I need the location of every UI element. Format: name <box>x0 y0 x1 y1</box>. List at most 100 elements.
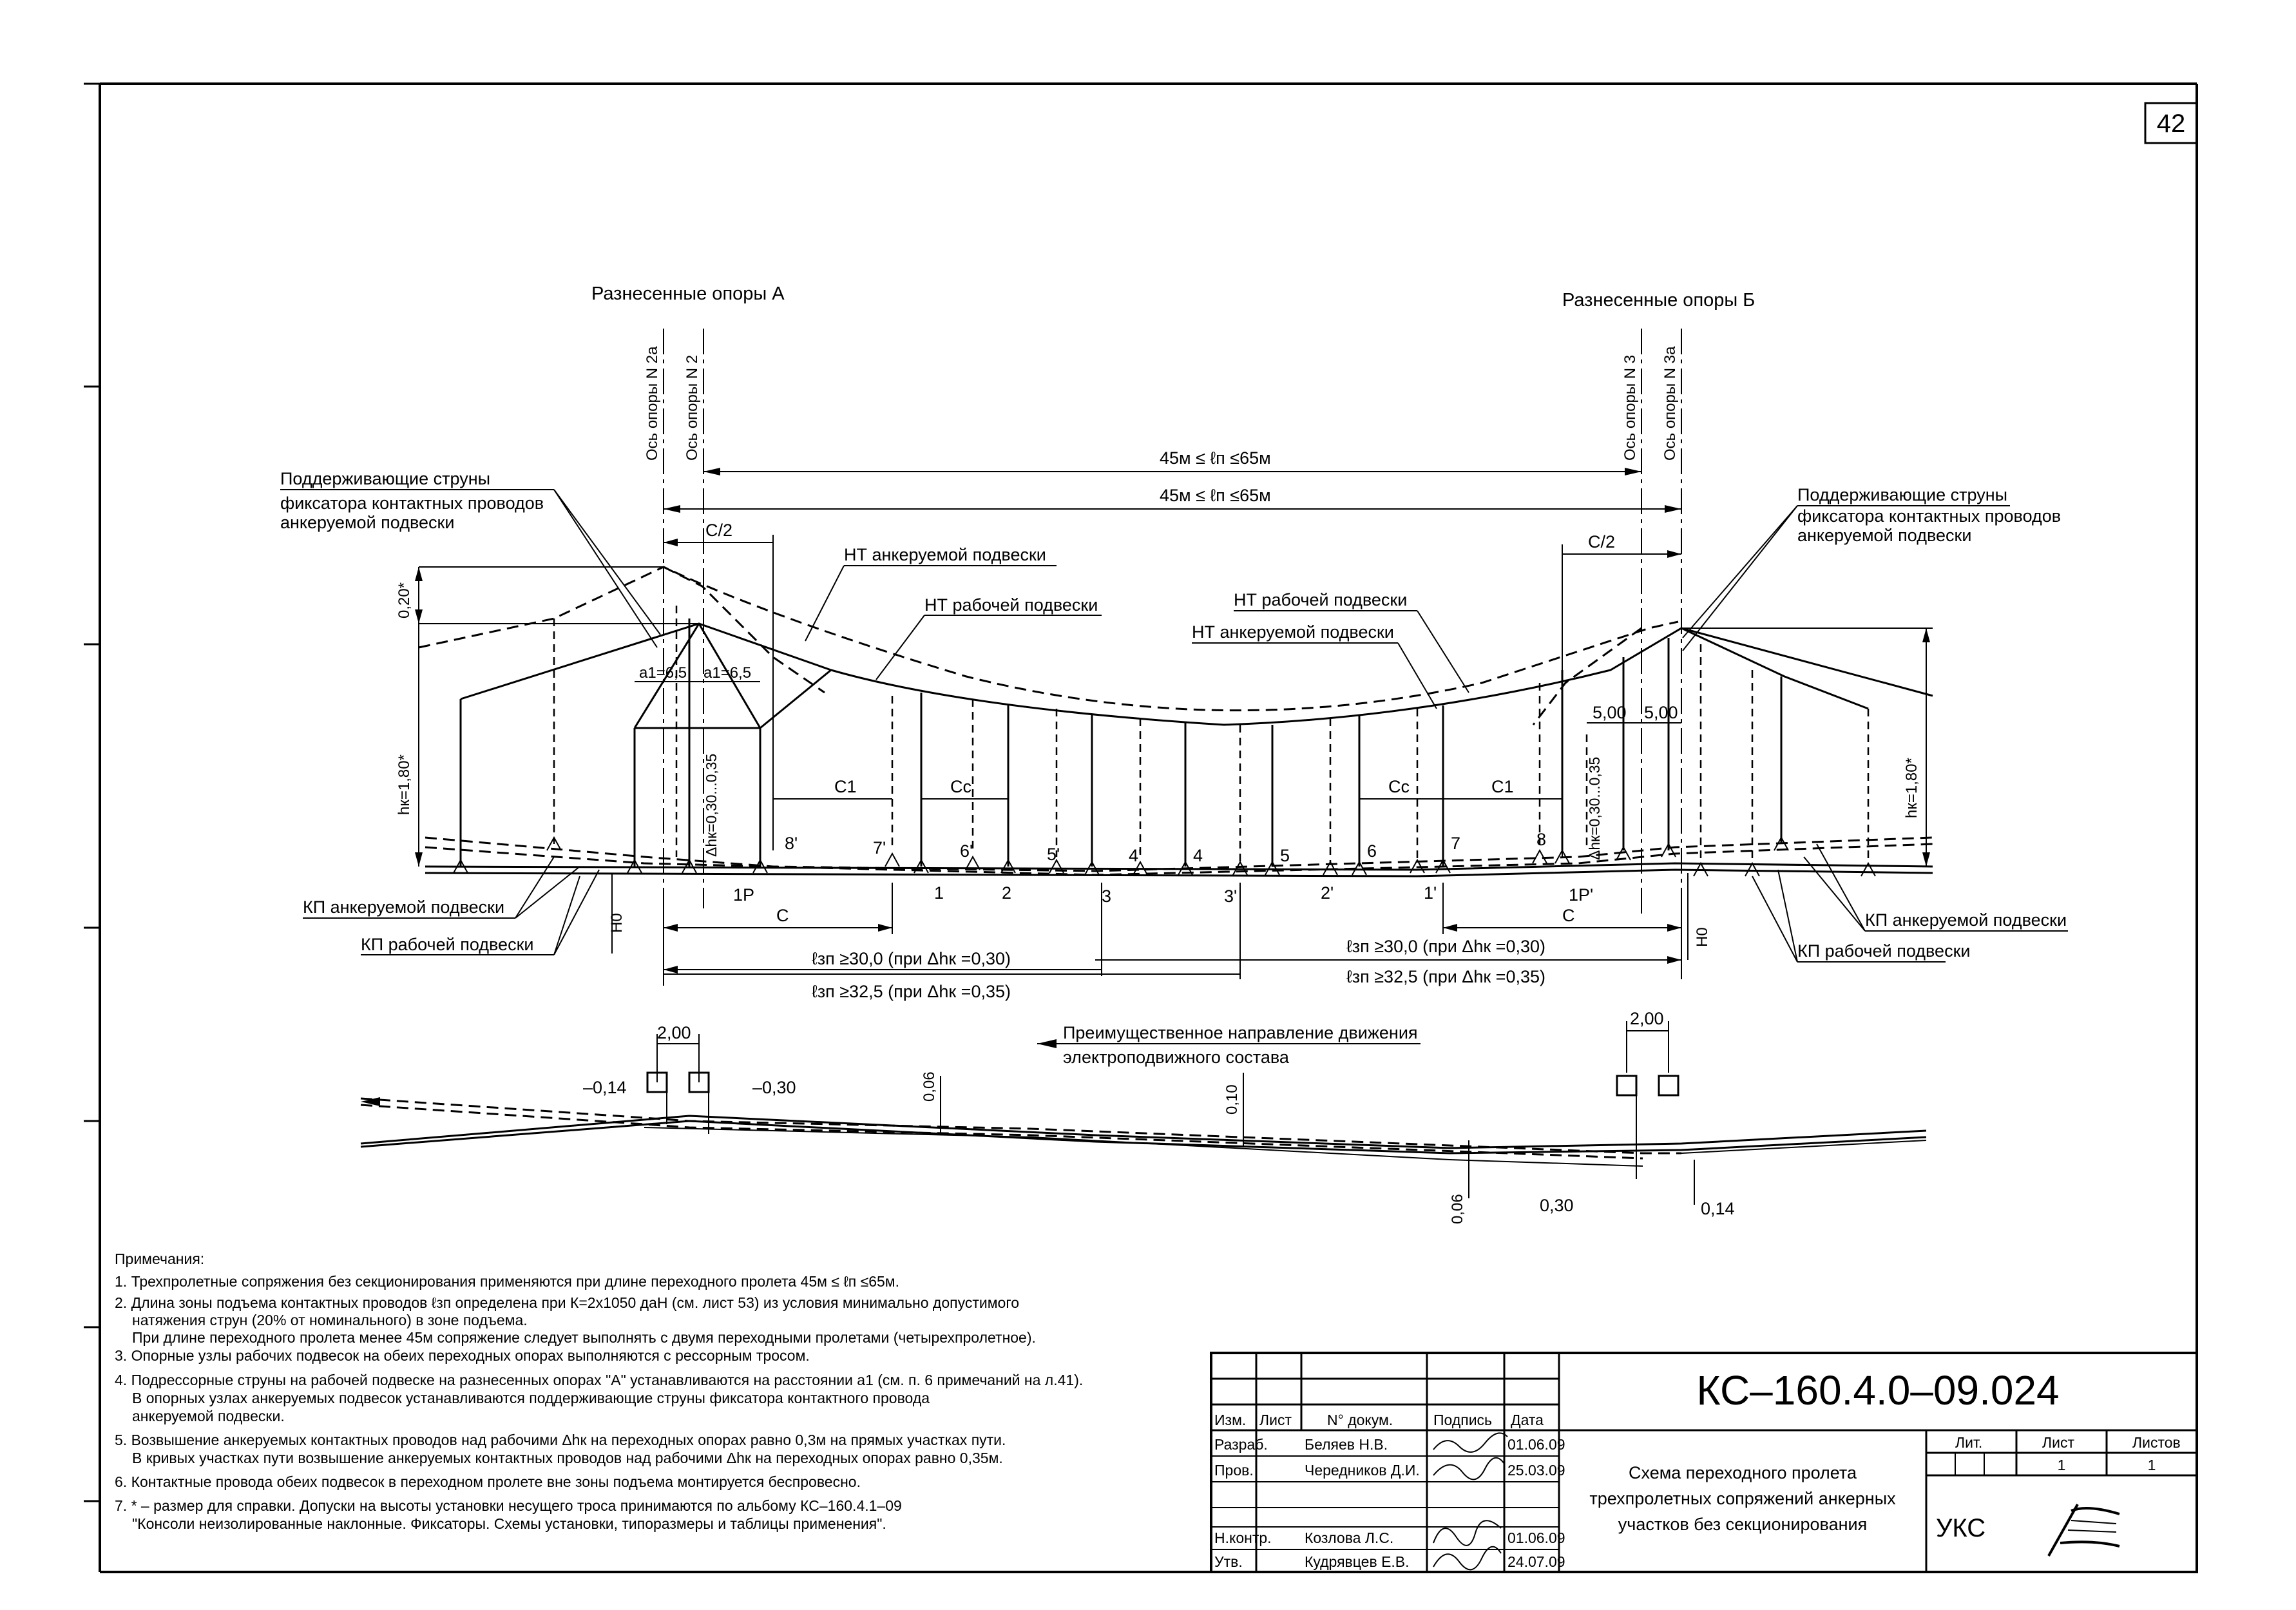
note-2a: 2. Длина зоны подъема контактных проводо… <box>115 1294 1019 1311</box>
stamp-h-list: Лист <box>1259 1412 1292 1428</box>
dhk-left: Δhк=0,30...0,35 <box>703 754 720 857</box>
pt-6p: 6' <box>960 841 973 861</box>
stamp-sheet-value: 1 <box>2058 1457 2066 1473</box>
stamp-h-sign: Подпись <box>1433 1412 1492 1428</box>
note-7b: "Консоли неизолированные наклонные. Фикс… <box>132 1515 886 1532</box>
plan-dim-0-06-bottom: 0,06 <box>1449 1194 1466 1224</box>
nt-working-label-left: НТ рабочей подвески <box>924 595 1098 615</box>
plan-dim-0-10: 0,10 <box>1223 1084 1241 1115</box>
lower-dims <box>663 883 1682 986</box>
dim-cc-right: Сс <box>1388 777 1410 796</box>
right-height-dims <box>1681 628 1933 867</box>
dhk-right: Δhк=0,30...0,35 <box>1586 757 1603 860</box>
plan-dim-2-00-right: 2,00 <box>1630 1009 1664 1028</box>
pt-7: 7 <box>1451 834 1460 853</box>
support-strings-right: Поддерживающие струны фиксатора контактн… <box>1682 485 2061 651</box>
notes: Примечания: 1. Трехпролетные сопряжения … <box>115 1251 1083 1532</box>
a1-right: а1=6,5 <box>703 664 751 682</box>
note-3: 3. Опорные узлы рабочих подвесок на обеи… <box>115 1347 810 1364</box>
nt-working-catenary-right-tail <box>1681 627 1869 710</box>
kp-working-wire-2 <box>425 868 1933 877</box>
a1-left: а1=6,5 <box>639 664 687 682</box>
note-6: 6. Контактные провода обеих подвесок в п… <box>115 1473 861 1490</box>
kp-working-label-right: КП рабочей подвески <box>1797 941 1970 961</box>
stamp-h-izm: Изм. <box>1214 1412 1246 1428</box>
direction-label-l2: электроподвижного состава <box>1063 1048 1290 1067</box>
left-support-frame <box>633 623 832 867</box>
span-dimension <box>664 468 1681 513</box>
support-group-b-label: Разнесенные опоры Б <box>1562 290 1755 311</box>
kp-anchored-wire <box>425 836 1933 872</box>
plan-dim-m0-30: –0,30 <box>752 1078 796 1097</box>
plan-dim-m0-14: –0,14 <box>583 1078 627 1097</box>
note-5b: В кривых участках пути возвышение анкеру… <box>132 1450 1003 1466</box>
support-strings-right-l3: анкеруемой подвески <box>1797 526 1971 545</box>
support-strings-right-l1: Поддерживающие струны <box>1797 485 2007 504</box>
notes-title: Примечания: <box>115 1251 204 1267</box>
stamp-h-date: Дата <box>1511 1412 1544 1428</box>
stamp-lit-label: Лит. <box>1955 1434 1982 1451</box>
sheet-number-box: 42 <box>2144 102 2198 144</box>
support-axes <box>663 329 1682 915</box>
support-strings-right-l2: фиксатора контактных проводов <box>1797 506 2061 526</box>
note-4c: анкеруемой подвески. <box>132 1408 285 1424</box>
nt-labels: НТ анкеруемой подвески НТ рабочей подвес… <box>805 545 1469 709</box>
stamp-sheets-label: Листов <box>2132 1434 2181 1451</box>
stamp-desc-l1: Схема переходного пролета <box>1629 1463 1857 1482</box>
axis-2-label: Ось опоры N 2 <box>684 355 701 461</box>
title-block <box>1210 1352 2198 1573</box>
stamp-org: УКС <box>1936 1514 1985 1542</box>
signatures <box>1433 1432 1508 1571</box>
kp-labels: КП анкеруемой подвески КП рабочей подвес… <box>303 843 2068 963</box>
nt-anchored-catenary <box>418 566 1679 712</box>
note-2c: При длине переходного пролета менее 45м … <box>132 1329 1036 1346</box>
pt-4: 4 <box>1193 846 1203 865</box>
pt-8p: 8' <box>785 834 798 853</box>
axis-2a-label: Ось опоры N 2а <box>644 346 661 461</box>
stamp-r1-name: Беляев Н.В. <box>1305 1436 1388 1453</box>
left-height-dims <box>415 566 699 867</box>
kp-anchored-label-left: КП анкеруемой подвески <box>303 897 504 917</box>
note-7a: 7. * – размер для справки. Допуски на вы… <box>115 1497 902 1514</box>
pt-1q: 1' <box>1424 883 1437 903</box>
stamp-r3-date: 01.06.09 <box>1507 1529 1565 1546</box>
sheet-frame <box>84 82 2198 1573</box>
dropper-clamps <box>453 836 1876 877</box>
point-labels: 8' 7' 6' 5' 4' 4 5 6 7 8 1Р 1 2 3 3' 2' … <box>733 830 1593 906</box>
kp-working-label-left: КП рабочей подвески <box>361 935 533 954</box>
span-range-top: 45м ≤ ℓп ≤65м <box>1160 448 1271 468</box>
dim-c1-left: С1 <box>834 777 857 796</box>
droppers <box>459 606 1870 867</box>
stamp-r4-name: Кудрявцев Е.В. <box>1305 1553 1410 1570</box>
dim-c-left: С <box>776 906 789 925</box>
c-half-left: С/2 <box>705 521 732 540</box>
nt-working-label-right: НТ рабочей подвески <box>1234 590 1407 609</box>
stamp-sheet-label: Лист <box>2042 1434 2074 1451</box>
pt-3: 3 <box>1102 886 1111 906</box>
pt-6: 6 <box>1367 841 1377 861</box>
lzp-left-30: ℓзп ≥30,0 (при Δhк =0,30) <box>812 949 1011 968</box>
note-4b: В опорных узлах анкеруемых подвесок уста… <box>132 1390 930 1406</box>
pt-5p: 5' <box>1047 845 1060 864</box>
plan-dim-0-06-top: 0,06 <box>921 1071 938 1102</box>
dim-5-00-a: 5,00 <box>1593 703 1627 722</box>
stamp-desc-l3: участков без секционирования <box>1618 1515 1867 1534</box>
note-2b: натяжения струн (20% от номинального) в … <box>132 1312 528 1328</box>
stamp-r2-role: Пров. <box>1214 1462 1254 1479</box>
plan-dim-2-00-left: 2,00 <box>657 1023 691 1042</box>
h0-left: Н0 <box>608 913 626 933</box>
c-half-right: С/2 <box>1588 532 1615 551</box>
pt-1p: 1Р <box>733 885 754 905</box>
direction-arrowhead <box>1037 1039 1057 1048</box>
org-logo <box>2047 1504 2120 1557</box>
stamp-r3-role: Н.контр. <box>1214 1529 1272 1546</box>
support-group-a-label: Разнесенные опоры А <box>591 283 785 304</box>
nt-anchored-catenary-left-tail <box>663 566 825 694</box>
note-5a: 5. Возвышение анкеруемых контактных пров… <box>115 1432 1006 1448</box>
support-strings-left-l3: анкеруемой подвески <box>280 513 454 532</box>
stamp-r1-date: 01.06.09 <box>1507 1436 1565 1453</box>
stamp-desc-l2: трехпролетных сопряжений анкерных <box>1589 1489 1896 1508</box>
dim-cc-left: Сс <box>950 777 971 796</box>
c-dims <box>773 722 1681 800</box>
